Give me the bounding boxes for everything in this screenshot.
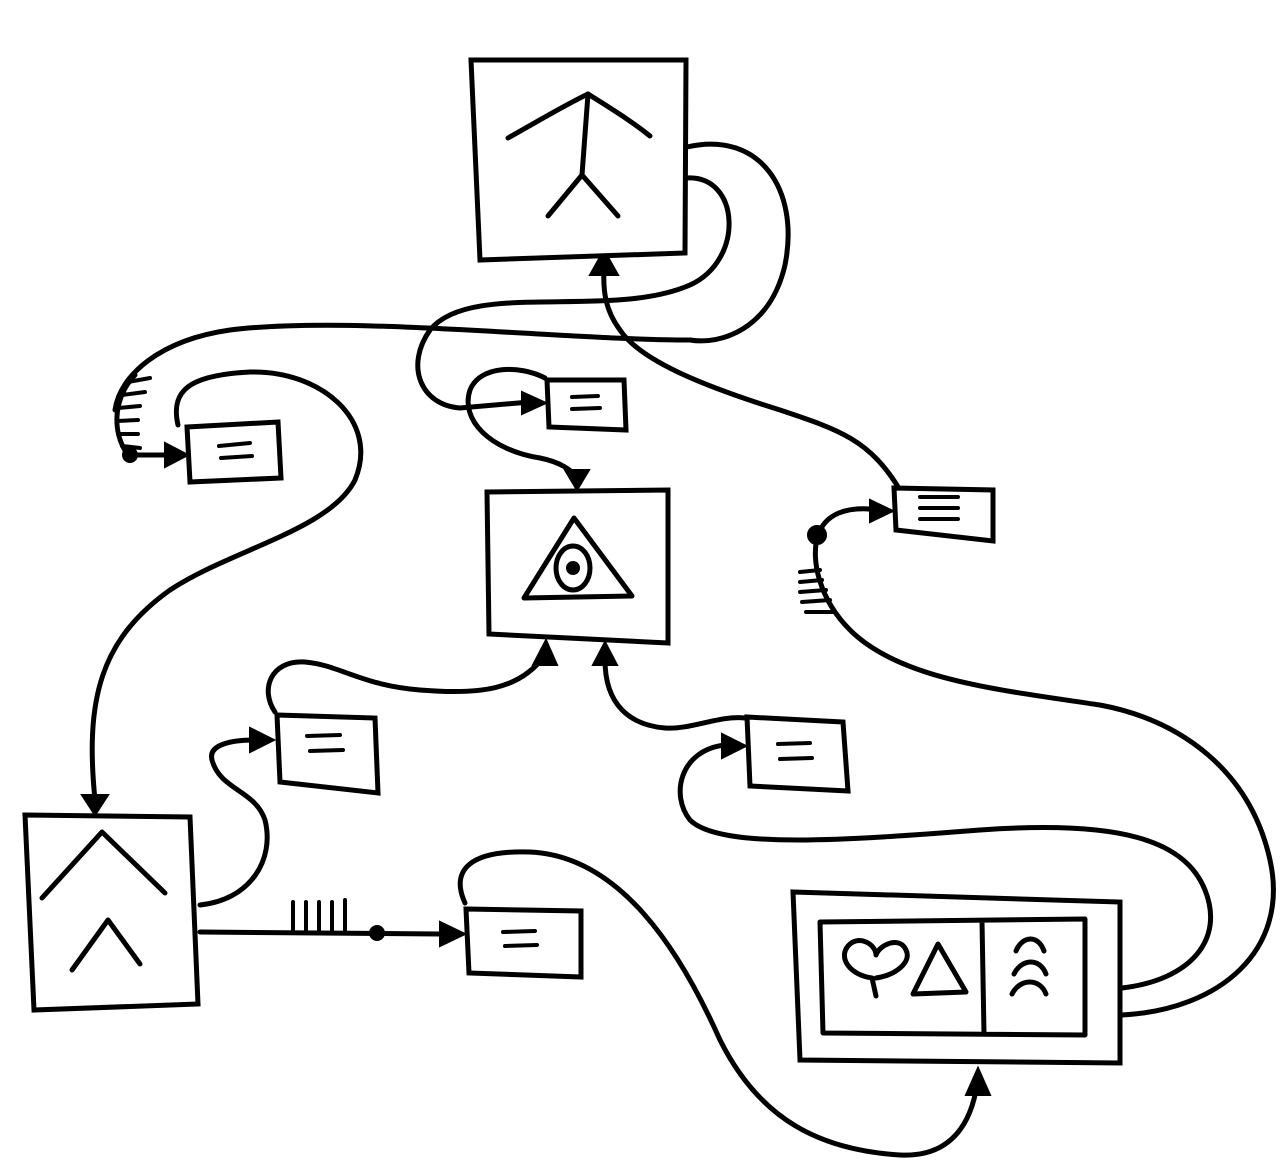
triangle-icon (910, 941, 969, 997)
connector-right-label-to-top (601, 267, 903, 493)
comb-right-icon (798, 568, 834, 614)
branching-figure-icon (505, 91, 653, 219)
connector-middle-left-to-center (265, 652, 548, 715)
two-dashes-icon (305, 733, 345, 753)
arrowhead-upper-middle-label-icon (521, 390, 549, 416)
double-chevron-icon (39, 829, 168, 973)
connector-panel-to-right-label (812, 506, 1276, 1018)
arrowhead-panel-bottom-icon (964, 1065, 992, 1096)
dot-bottom (369, 925, 385, 941)
label-right (891, 485, 996, 544)
arrowheads (80, 247, 992, 1096)
arrowhead-center-left-icon (531, 637, 559, 666)
bottom-left-node-box (22, 812, 201, 1013)
eye-triangle-icon (521, 515, 635, 601)
top-node-box (468, 57, 689, 263)
connector-upper-middle-to-center (465, 366, 580, 481)
arrowhead-right-label-icon (869, 498, 896, 524)
label-upper-middle-box (544, 377, 629, 433)
label-right-box (891, 485, 996, 544)
arrowhead-bottom-label-icon (439, 920, 468, 948)
arrowhead-middle-left-label-icon (249, 726, 277, 754)
label-upper-left (184, 419, 284, 485)
bottom-right-panel (790, 889, 1123, 1066)
comb-ticks (115, 376, 834, 934)
label-bottom-box (463, 906, 584, 980)
center-node (484, 487, 671, 646)
top-node (468, 57, 689, 263)
two-dashes-icon (570, 394, 602, 411)
connector-middle-right-to-center (602, 657, 748, 731)
dot-right (807, 525, 827, 545)
label-middle-right (744, 714, 851, 794)
label-middle-left (274, 712, 381, 796)
three-bars-icon (918, 495, 960, 521)
connector-bottom-left-to-middle-left (197, 737, 270, 908)
dot-upper-left (122, 447, 138, 463)
arrowhead-upper-left-label-icon (164, 441, 191, 469)
connector-upper-left-to-bottom-left (89, 369, 364, 803)
bottom-left-node (22, 812, 201, 1013)
two-dashes-icon (501, 929, 539, 948)
label-middle-right-box (744, 714, 851, 794)
connector-bottom-label-to-panel (457, 849, 981, 1158)
two-dashes-icon (217, 441, 254, 460)
arcs-icon (1009, 936, 1049, 997)
arrowhead-middle-right-label-icon (721, 732, 749, 760)
connector-top-loop-outer (112, 141, 791, 413)
label-upper-middle (544, 377, 629, 433)
connector-upper-left-comb-arc (114, 372, 138, 458)
connector-panel-to-middle-right (677, 742, 1213, 991)
panel-inner-frame (817, 916, 1088, 1038)
arrowhead-top-icon (588, 247, 620, 276)
label-bottom (463, 906, 584, 980)
comb-bottom-icon (291, 898, 347, 934)
comb-upper-left-icon (115, 376, 152, 450)
label-upper-left-box (184, 419, 284, 485)
arrowhead-center-right-icon (591, 639, 619, 666)
arrowhead-center-top-icon (563, 469, 591, 492)
arrowhead-bottom-left-node-icon (80, 794, 110, 817)
two-dashes-icon (776, 741, 814, 761)
connector-top-loop-inner (415, 175, 732, 411)
connector-dots (122, 447, 827, 941)
heart-icon (841, 938, 910, 999)
label-middle-left-box (274, 712, 381, 796)
